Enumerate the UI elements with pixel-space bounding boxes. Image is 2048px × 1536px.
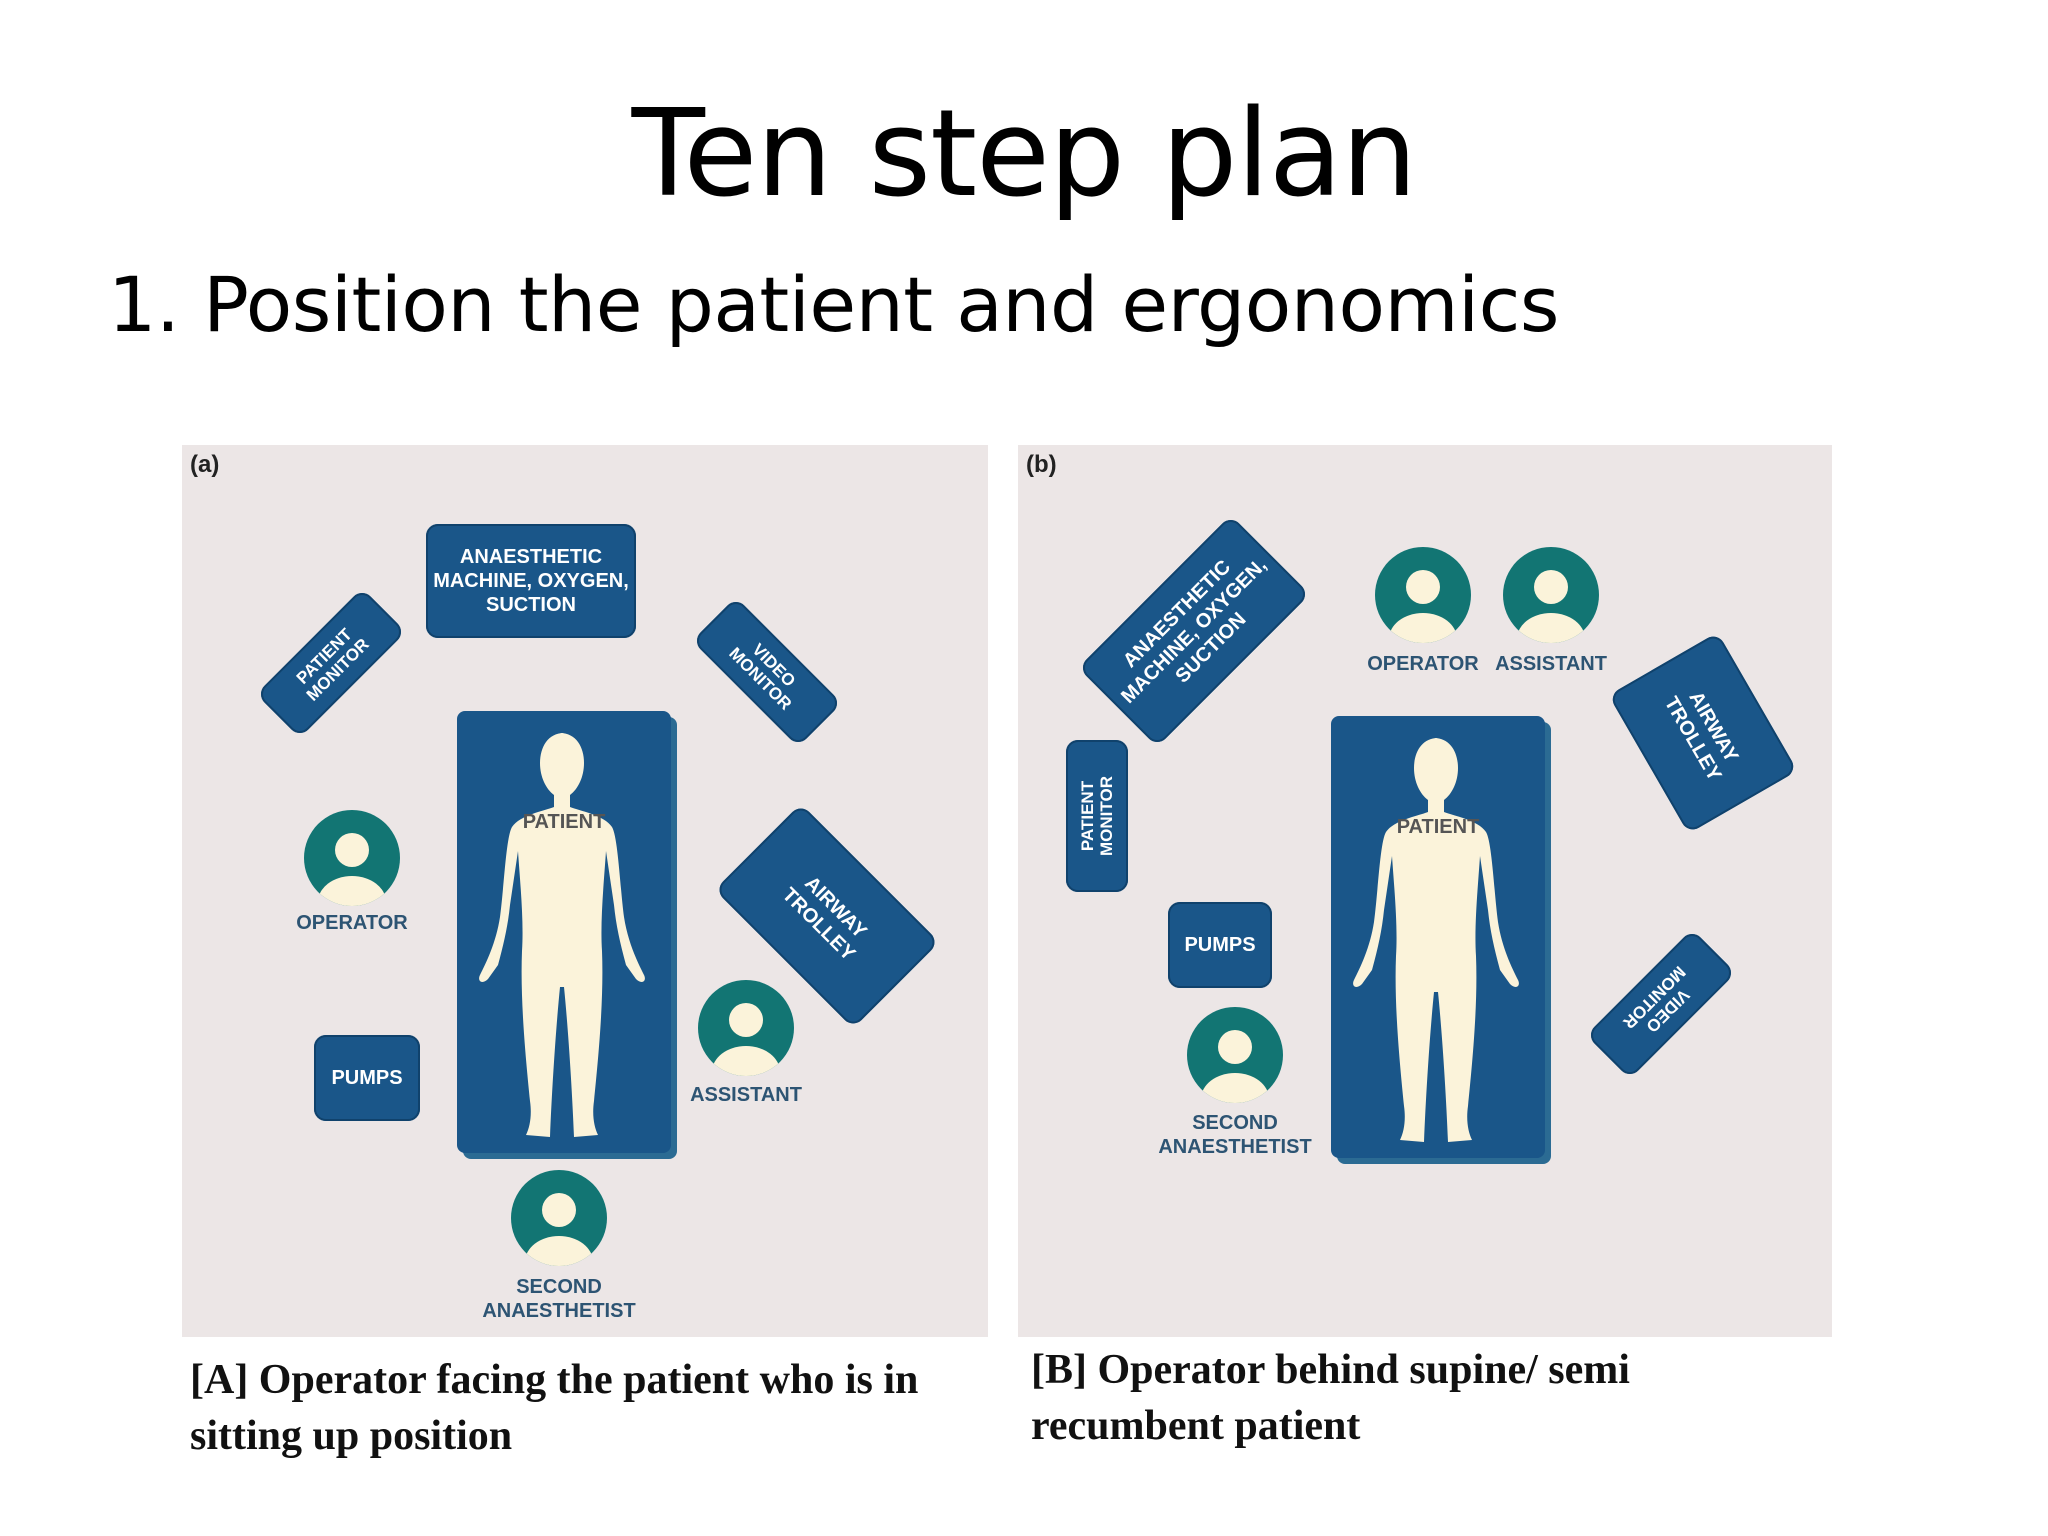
panel-b-label: (b) [1026, 451, 1057, 478]
caption-a: [A] Operator facing the patient who is i… [190, 1357, 919, 1459]
video-monitor-box: VIDEO MONITOR [692, 597, 842, 747]
airway-trolley-box: AIRWAY TROLLEY [1608, 632, 1798, 834]
diagram-panel-a: (a) ANAESTHETIC MACHINE, OXYGEN, SUCTION… [182, 445, 988, 1337]
patient-monitor-box: PATIENT MONITOR [1066, 740, 1128, 892]
panel-a-label: (a) [190, 451, 220, 478]
anaesthetic-machine-box: ANAESTHETIC MACHINE, OXYGEN, SUCTION [1078, 515, 1310, 747]
patient-bed: PATIENT [457, 711, 671, 1153]
person-icon [304, 810, 400, 906]
assistant-label: ASSISTANT [1495, 653, 1607, 675]
operator-person [1373, 545, 1473, 650]
person-icon [1187, 1007, 1283, 1103]
video-monitor-box: VIDEO MONITOR [1586, 929, 1736, 1079]
person-icon [1375, 547, 1471, 643]
assistant-person [696, 978, 796, 1083]
patient-figure-icon [479, 733, 645, 1137]
patient-bed: PATIENT [1331, 716, 1545, 1158]
assistant-label: ASSISTANT [690, 1084, 802, 1106]
caption-b: [B] Operator behind supine/ semi recumbe… [1031, 1347, 1630, 1449]
slide-subtitle: 1. Position the patient and ergonomics [108, 260, 1559, 349]
pumps-box: PUMPS [314, 1035, 420, 1121]
operator-person [302, 808, 402, 913]
second-anaesthetist-label: SECOND ANAESTHETIST [1158, 1112, 1312, 1158]
operator-label: OPERATOR [1367, 653, 1479, 675]
second-anaesthetist-person [509, 1168, 609, 1273]
patient-label: PATIENT [1396, 816, 1480, 838]
second-anaesthetist-person [1185, 1005, 1285, 1110]
pumps-box: PUMPS [1168, 902, 1272, 988]
patient-monitor-box: PATIENT MONITOR [256, 588, 406, 738]
patient-figure-icon [1353, 738, 1519, 1142]
operator-label: OPERATOR [296, 912, 408, 934]
anaesthetic-machine-box: ANAESTHETIC MACHINE, OXYGEN, SUCTION [426, 524, 636, 638]
diagram-panel-b: (b) ANAESTHETIC MACHINE, OXYGEN, SUCTION… [1018, 445, 1832, 1337]
person-icon [511, 1170, 607, 1266]
assistant-person [1501, 545, 1601, 650]
second-anaesthetist-label: SECOND ANAESTHETIST [482, 1276, 636, 1322]
slide-title: Ten step plan [631, 85, 1418, 224]
person-icon [698, 980, 794, 1076]
person-icon [1503, 547, 1599, 643]
patient-label: PATIENT [522, 811, 606, 833]
